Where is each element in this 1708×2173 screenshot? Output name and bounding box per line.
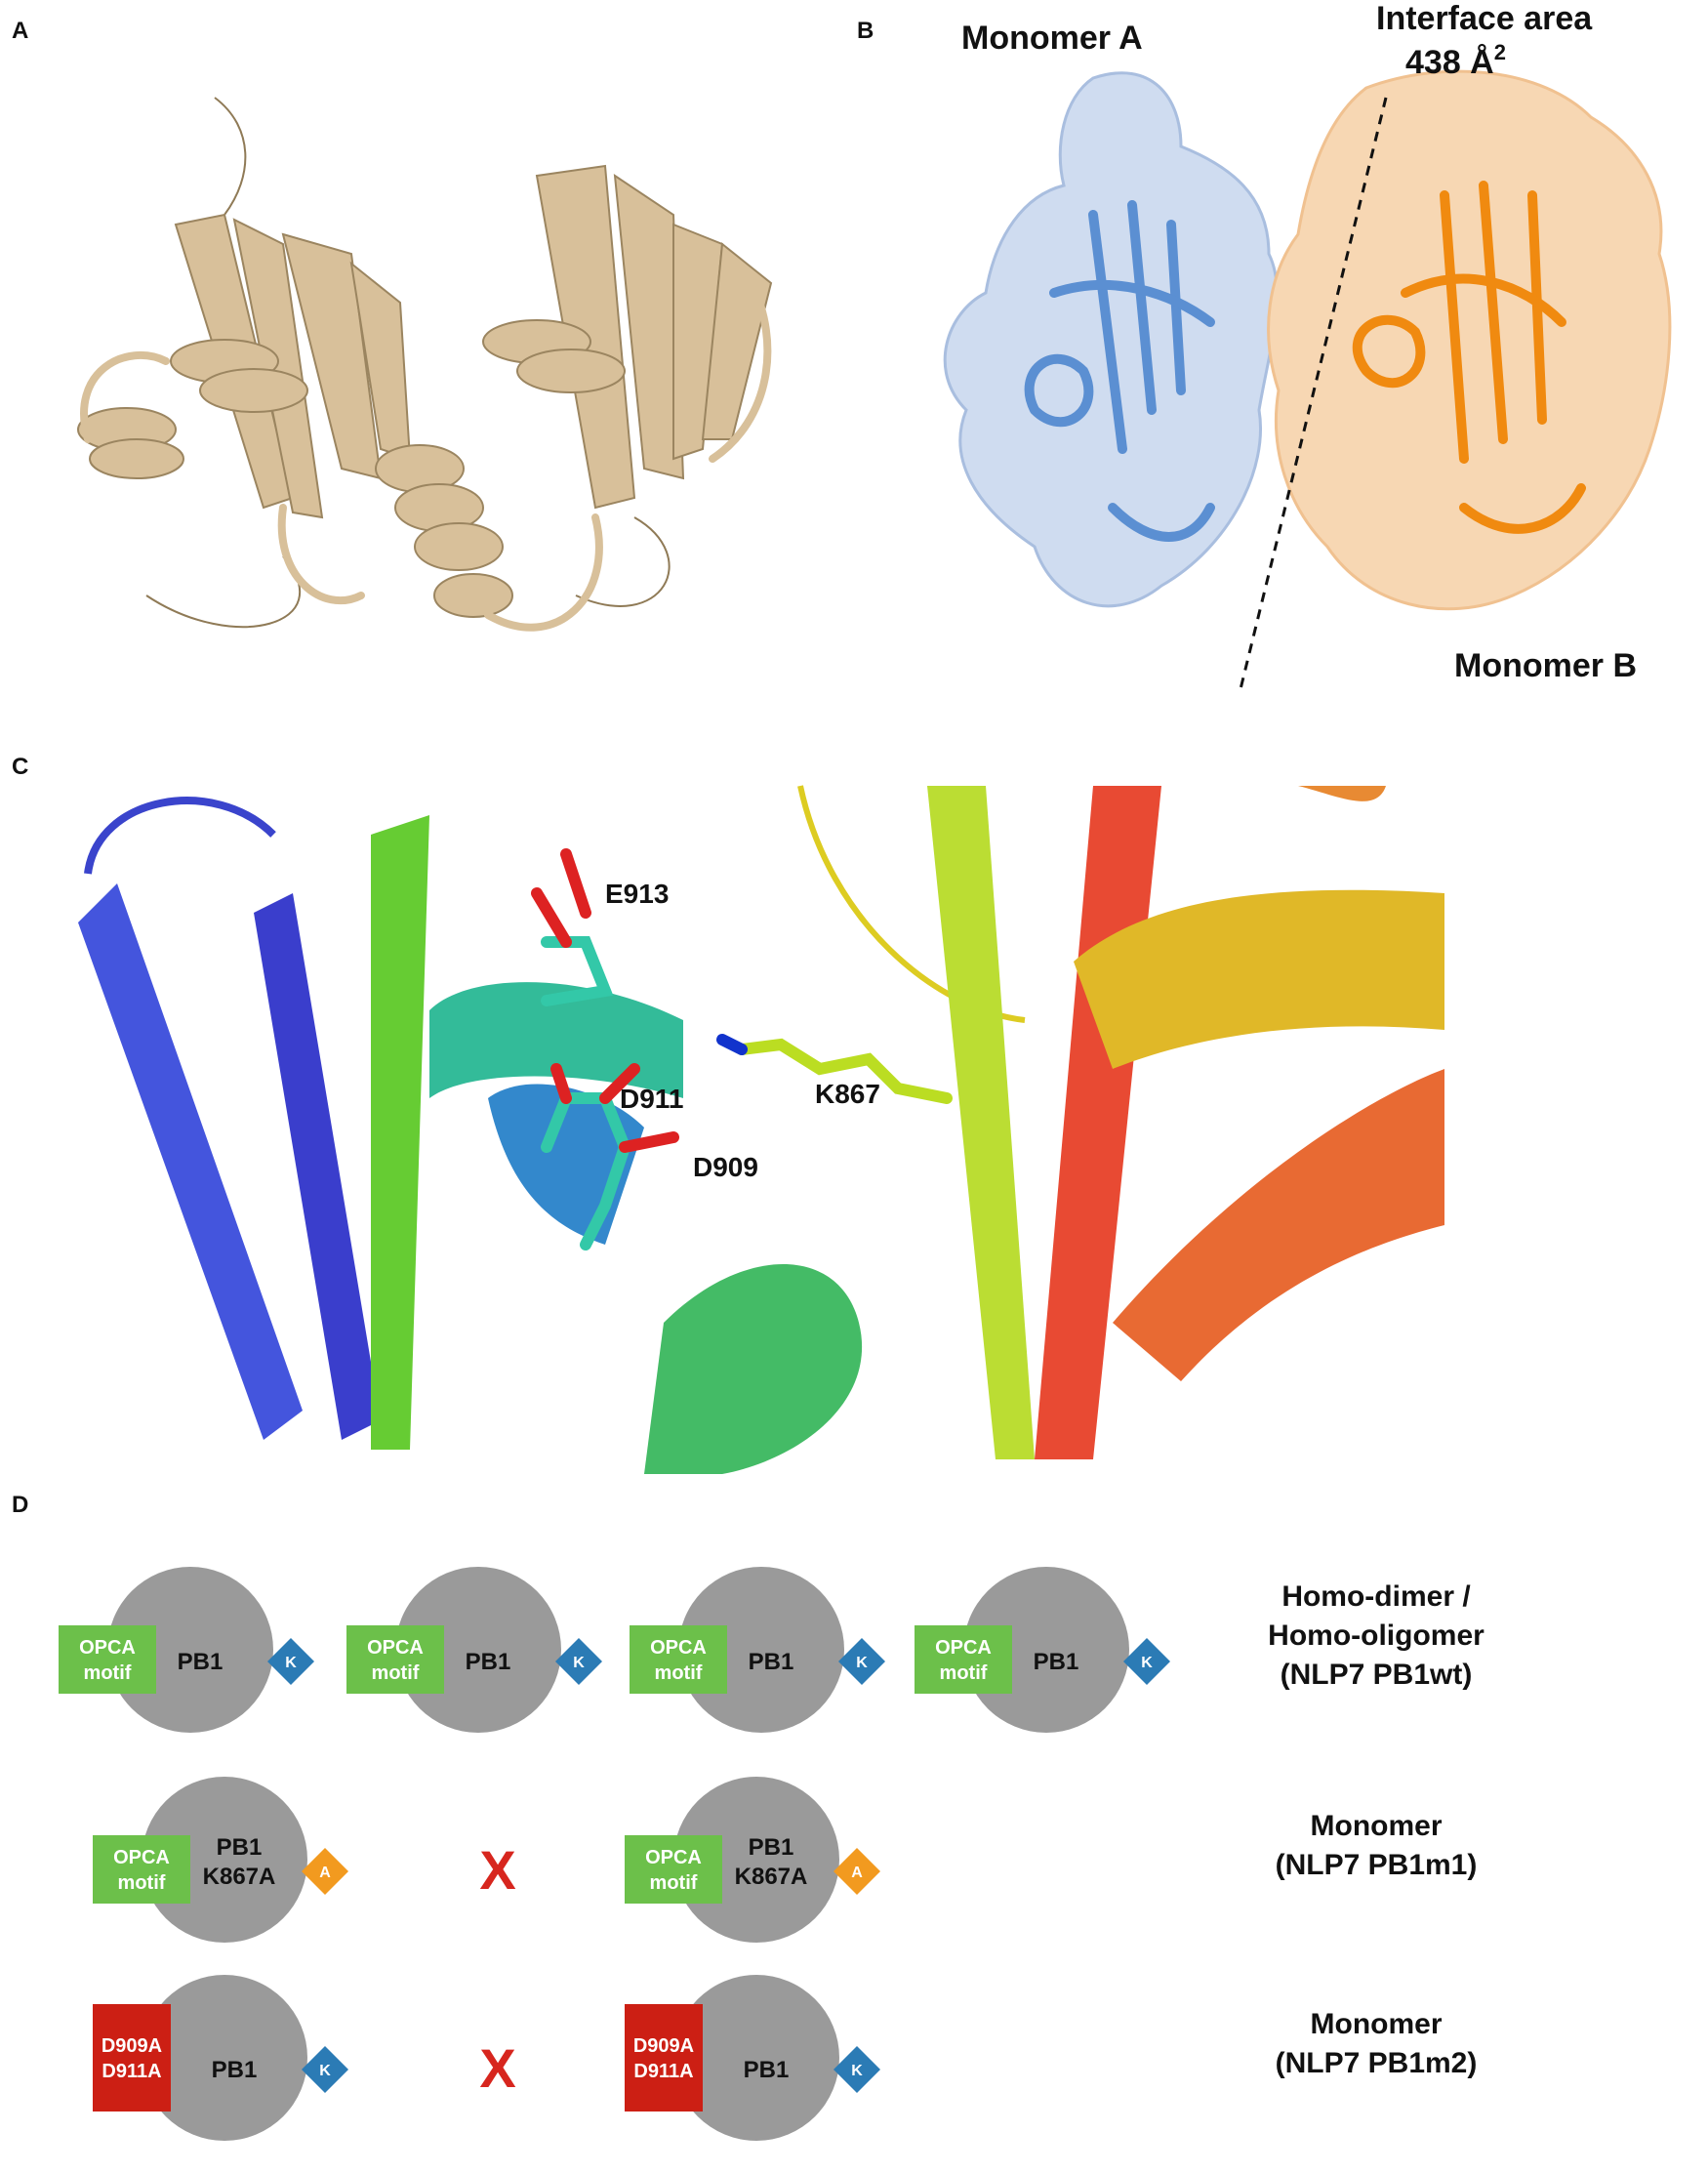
opca-motif-box bbox=[93, 1835, 190, 1904]
pb1-label: PB1 bbox=[749, 1834, 794, 1861]
box-label-line1: OPCA bbox=[79, 1637, 136, 1659]
box-label-line2: motif bbox=[84, 1662, 132, 1684]
box-label-line2: motif bbox=[650, 1872, 698, 1894]
diamond-residue-label: K bbox=[285, 1655, 297, 1671]
row-label-line: Monomer bbox=[1311, 1810, 1443, 1842]
pb1-domain-circle bbox=[142, 1975, 307, 2141]
box-label-line1: OPCA bbox=[367, 1637, 424, 1659]
panel-a-ribbon-structure bbox=[29, 49, 830, 674]
box-label-line2: motif bbox=[655, 1662, 703, 1684]
box-label-line1: OPCA bbox=[645, 1847, 702, 1868]
blue-strand bbox=[78, 883, 303, 1440]
orange-helix bbox=[1113, 1069, 1444, 1381]
dimer-surface-figure: Monomer A Interface area 438 Å2 Monomer … bbox=[943, 0, 1672, 694]
diamond-residue-label: A bbox=[851, 1865, 863, 1881]
diamond-residue-label: K bbox=[573, 1655, 585, 1671]
lysine-diamond bbox=[838, 1638, 885, 1685]
box-label-line1: D909A bbox=[633, 2035, 694, 2057]
pb1-domain-circle bbox=[673, 1975, 839, 2141]
pb1-mutation-label: K867A bbox=[203, 1864, 276, 1890]
interface-area-label: Interface area bbox=[1376, 0, 1593, 37]
teal-strand bbox=[429, 982, 683, 1098]
box-label-line2: motif bbox=[372, 1662, 420, 1684]
green-helix bbox=[644, 1264, 863, 1474]
green-strand bbox=[371, 815, 429, 1450]
box-label-line2: D911A bbox=[633, 2061, 693, 2082]
mutant-box bbox=[93, 2004, 171, 2112]
no-interaction-cross: X bbox=[479, 1839, 515, 1901]
pb1-mutation-label: K867A bbox=[735, 1864, 808, 1890]
row-label-line: (NLP7 PB1m2) bbox=[1276, 2047, 1478, 2079]
pb1-label: PB1 bbox=[178, 1649, 224, 1675]
row-label-line: Homo-oligomer bbox=[1268, 1620, 1484, 1652]
alanine-diamond bbox=[834, 1848, 880, 1895]
row-label-line: Homo-dimer / bbox=[1281, 1580, 1471, 1613]
panel-label-b: B bbox=[857, 18, 874, 44]
monomer-b-surface bbox=[1267, 69, 1672, 611]
diamond-residue-label: K bbox=[1141, 1655, 1153, 1671]
mutant-box bbox=[625, 2004, 703, 2112]
box-label-line2: motif bbox=[118, 1872, 166, 1894]
monomer-b-label: Monomer B bbox=[1454, 647, 1637, 684]
diamond-residue-label: K bbox=[851, 2063, 863, 2079]
box-label-line1: OPCA bbox=[113, 1847, 170, 1868]
ribbon-structure-image bbox=[77, 97, 773, 632]
panel-label-a: A bbox=[12, 18, 29, 44]
no-interaction-cross: X bbox=[479, 2037, 515, 2099]
residue-label-d911: D911 bbox=[620, 1084, 683, 1114]
opca-motif-box bbox=[59, 1625, 156, 1694]
pb1-label: PB1 bbox=[212, 2057, 258, 2083]
box-label-line1: D909A bbox=[102, 2035, 162, 2057]
box-label-line1: OPCA bbox=[935, 1637, 992, 1659]
red-strand bbox=[1035, 786, 1161, 1459]
monomer-a-label: Monomer A bbox=[961, 20, 1143, 57]
pb1-label: PB1 bbox=[1034, 1649, 1079, 1675]
lysine-diamond bbox=[1123, 1638, 1170, 1685]
row-label-line: (NLP7 PB1m1) bbox=[1276, 1849, 1478, 1881]
lysine-diamond bbox=[302, 2046, 348, 2093]
pb1-label: PB1 bbox=[749, 1649, 794, 1675]
opca-motif-box bbox=[915, 1625, 1012, 1694]
row-label-line: (NLP7 PB1wt) bbox=[1281, 1659, 1473, 1691]
opca-motif-box bbox=[630, 1625, 727, 1694]
box-label-line2: motif bbox=[940, 1662, 988, 1684]
cartoon-closeup-figure: E913 D911 D909 K867 bbox=[78, 785, 1444, 1474]
yellow-helix bbox=[1074, 889, 1444, 1069]
box-label-line1: OPCA bbox=[650, 1637, 707, 1659]
pb1-label: PB1 bbox=[744, 2057, 790, 2083]
residue-label-e913: E913 bbox=[605, 879, 669, 909]
box-label-line2: D911A bbox=[102, 2061, 161, 2082]
interface-dashed-line bbox=[1238, 97, 1388, 694]
panel-label-d: D bbox=[12, 1492, 29, 1518]
interface-area-value: 438 Å2 bbox=[1405, 40, 1506, 81]
lysine-diamond bbox=[834, 2046, 880, 2093]
alanine-diamond bbox=[302, 1848, 348, 1895]
residue-label-d909: D909 bbox=[693, 1152, 758, 1182]
diamond-residue-label: K bbox=[319, 2063, 331, 2079]
panel-b-dimer-surface: Monomer A Interface area 438 Å2 Monomer … bbox=[859, 0, 1708, 713]
lysine-diamond bbox=[267, 1638, 314, 1685]
opca-motif-box bbox=[625, 1835, 722, 1904]
pb1-label: PB1 bbox=[466, 1649, 511, 1675]
row-label-line: Monomer bbox=[1311, 2008, 1443, 2040]
blue-strand-2 bbox=[254, 893, 381, 1440]
diamond-residue-label: A bbox=[319, 1865, 331, 1881]
diamond-residue-label: K bbox=[856, 1655, 868, 1671]
residue-label-k867: K867 bbox=[815, 1079, 880, 1109]
panel-c-cartoon-closeup: E913 D911 D909 K867 bbox=[59, 776, 1484, 1474]
yellow-green-strand bbox=[927, 786, 1035, 1459]
lysine-diamond bbox=[555, 1638, 602, 1685]
pb1-label: PB1 bbox=[217, 1834, 263, 1861]
opca-motif-box bbox=[346, 1625, 444, 1694]
panel-label-c: C bbox=[12, 754, 29, 780]
